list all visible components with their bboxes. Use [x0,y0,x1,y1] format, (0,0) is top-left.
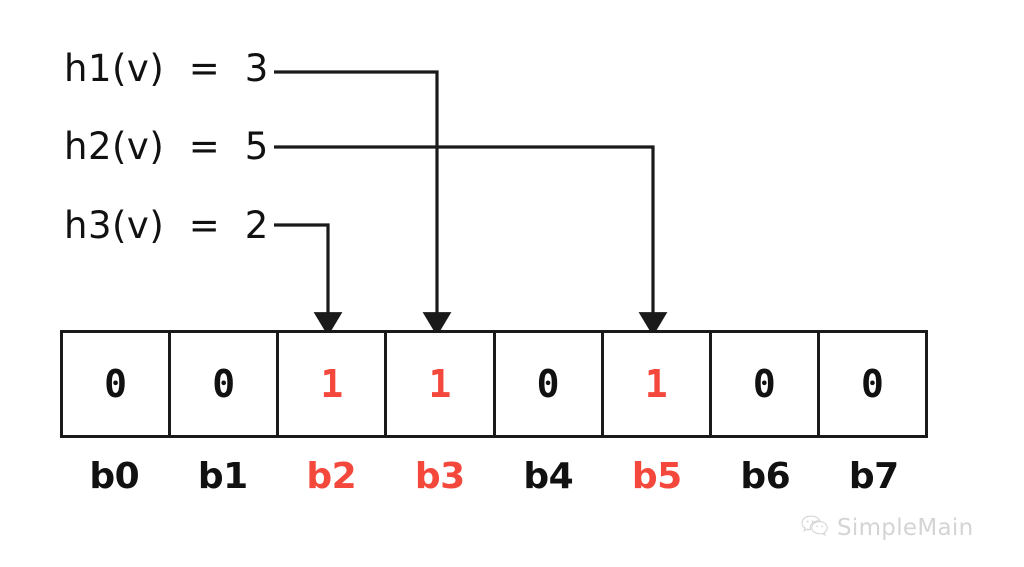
bucket-label-row: b0 b1 b2 b3 b4 b5 b6 b7 [60,452,928,502]
hash-function-label-h2: h2(v) = 5 [64,125,269,168]
bucket-label-b2: b2 [306,456,357,497]
watermark: SimpleMain [800,514,973,542]
watermark-text: SimpleMain [837,515,974,541]
bit-cell-1: 0 [171,333,280,435]
connector-h2-to-b5 [274,145,668,337]
connector-h1-to-b3 [274,70,452,337]
bit-cell-3: 1 [387,333,496,435]
bucket-label-b3: b3 [414,456,465,497]
bucket-label-b0: b0 [89,456,140,497]
bit-cell-7: 0 [860,362,884,406]
bit-cell-2: 1 [279,333,388,435]
bucket-label-b5: b5 [631,456,682,497]
hash-function-label-h3: h3(v) = 2 [64,204,269,247]
bucket-label-b4: b4 [523,456,574,497]
bit-cell-0: 0 [63,333,172,435]
bucket-label-b6: b6 [740,456,791,497]
hash-function-label-h1: h1(v) = 3 [64,47,269,90]
bucket-label-b7: b7 [848,456,899,497]
connector-h3-to-b2 [274,223,343,337]
wechat-logo-icon [800,514,830,542]
bit-cell-5: 1 [604,333,712,435]
bucket-label-b1: b1 [197,456,248,497]
bit-cell-4: 0 [496,333,604,435]
bit-cell-6: 0 [712,333,820,435]
